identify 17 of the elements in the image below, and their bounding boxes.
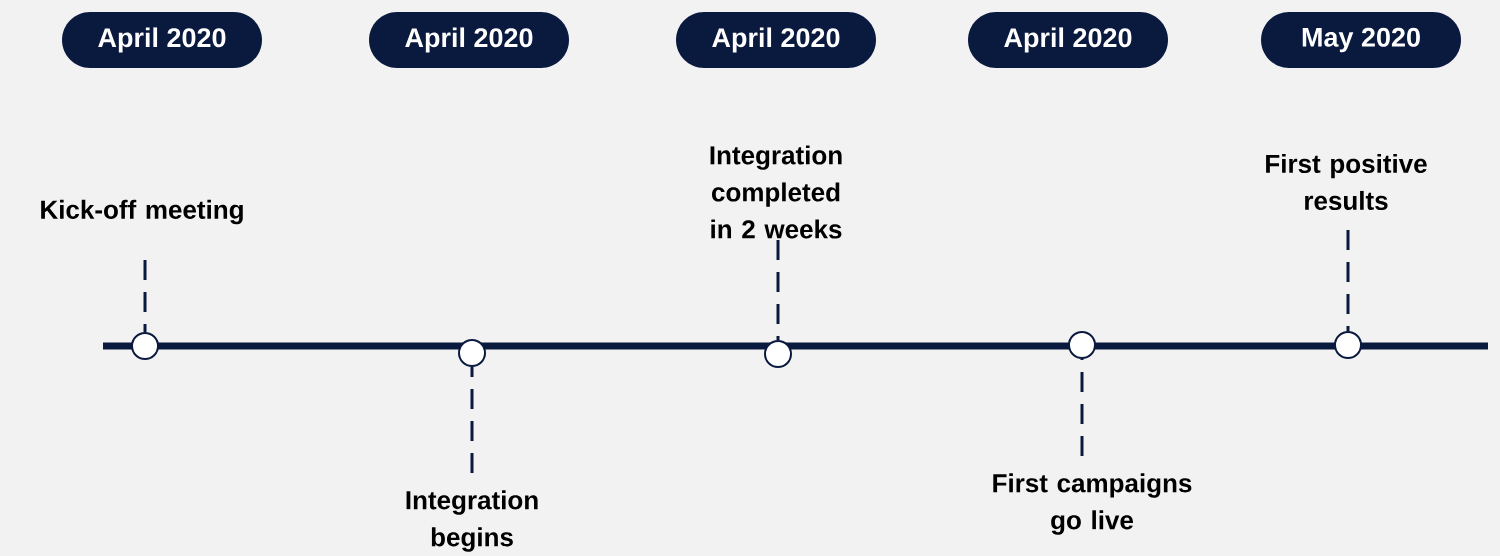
milestone-label: Kick-off meeting: [41, 199, 243, 225]
date-pill: April 2020: [369, 12, 569, 68]
leader-line: [776, 240, 780, 340]
date-pill: April 2020: [968, 12, 1168, 68]
leader-line: [1346, 230, 1350, 331]
timeline-marker: [764, 340, 792, 368]
date-pill: May 2020: [1261, 12, 1461, 68]
milestone-label: First positive results: [1266, 153, 1427, 211]
milestone-label: Integration completed in 2 weeks: [710, 145, 842, 239]
timeline-marker: [131, 332, 159, 360]
milestone-label: Integration begins: [406, 490, 538, 552]
leader-line: [1080, 359, 1084, 456]
date-pill: April 2020: [676, 12, 876, 68]
date-pill: April 2020: [62, 12, 262, 68]
leader-line: [470, 367, 474, 473]
milestone-label: First campaigns go live: [993, 473, 1192, 535]
leader-line: [143, 260, 147, 332]
